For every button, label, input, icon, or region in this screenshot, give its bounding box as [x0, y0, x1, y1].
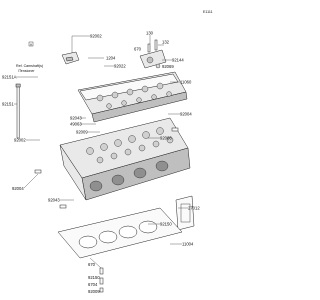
label-670: 670 — [134, 47, 142, 52]
label-92022: 92022 — [114, 64, 126, 69]
side-plate-icon — [175, 195, 195, 231]
label-92151: 92151 — [2, 102, 14, 107]
dowel-pin-icon — [99, 267, 104, 293]
reference-line1: Ref. Camshaft(s) — [16, 64, 43, 68]
label-92002-top: 92002 — [90, 34, 102, 39]
label-6704: 6704 — [88, 282, 98, 287]
label-49063: 49063 — [70, 122, 82, 127]
label-92066: 92066 — [160, 136, 172, 141]
label-92144: 92144 — [172, 58, 184, 63]
svg-text:A: A — [30, 42, 32, 46]
head-gasket-icon — [57, 207, 183, 259]
stud-icon — [15, 83, 21, 139]
label-92150: 92150 — [160, 222, 172, 227]
label-92009-b: 92009 — [88, 289, 100, 294]
cylinder-head-cover-icon — [77, 71, 188, 123]
label-92151a: 92151A — [2, 75, 17, 80]
parts-diagram: E1111 Ref. Camshaft(s) /Tensioner A — [2, 10, 213, 294]
label-11060: 11060 — [180, 80, 192, 85]
reference-note: Ref. Camshaft(s) /Tensioner — [16, 64, 43, 73]
reference-line2: /Tensioner — [18, 69, 35, 73]
label-92069: 92069 — [162, 64, 174, 69]
label-27012: 27012 — [188, 206, 200, 211]
label-92043-bottom: 92043 — [48, 198, 60, 203]
label-92150-b: 92150 — [88, 275, 100, 280]
leader-lines — [14, 35, 188, 269]
label-92004-left: 92004 — [12, 186, 24, 191]
diagram-code: E1111 — [203, 10, 213, 14]
callout-marker-icon: A — [28, 41, 34, 46]
label-130: 130 — [146, 31, 154, 36]
label-92009: 92009 — [76, 130, 88, 135]
label-11004: 11004 — [182, 242, 194, 247]
cylinder-head-icon — [59, 117, 191, 201]
bolt-icon — [34, 127, 179, 209]
label-670-b: 670 — [88, 262, 96, 267]
label-92043: 92043 — [70, 116, 82, 121]
label-1204: 1204 — [106, 56, 116, 61]
label-92004-right: 92004 — [180, 112, 192, 117]
label-92002-left: 92002 — [14, 138, 26, 143]
cam-bracket-icon — [61, 51, 80, 65]
sensor-assembly-icon — [139, 39, 167, 69]
label-132: 132 — [162, 40, 170, 45]
